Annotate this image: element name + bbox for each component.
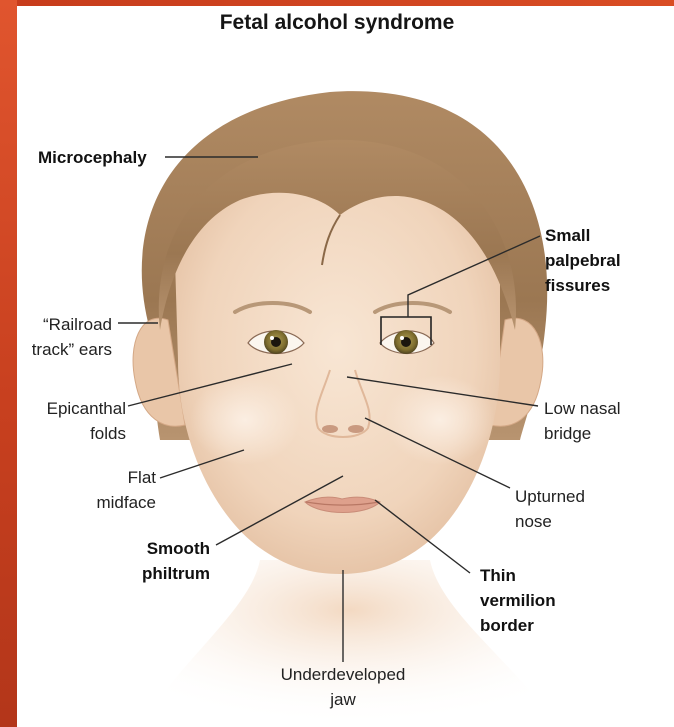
label-railroad-ears: “Railroad track” ears: [20, 312, 112, 362]
label-epicanthal-folds: Epicanthal folds: [20, 396, 126, 446]
label-flat-midface: Flat midface: [60, 465, 156, 515]
label-low-nasal-bridge: Low nasal bridge: [544, 396, 621, 446]
label-palpebral-fissures: Small palpebral fissures: [545, 223, 621, 298]
label-microcephaly: Microcephaly: [38, 145, 147, 170]
label-smooth-philtrum: Smooth philtrum: [100, 536, 210, 586]
label-underdeveloped-jaw: Underdeveloped jaw: [263, 662, 423, 712]
label-upturned-nose: Upturned nose: [515, 484, 585, 534]
page-title: Fetal alcohol syndrome: [0, 11, 674, 35]
label-thin-vermilion-border: Thin vermilion border: [480, 563, 556, 638]
